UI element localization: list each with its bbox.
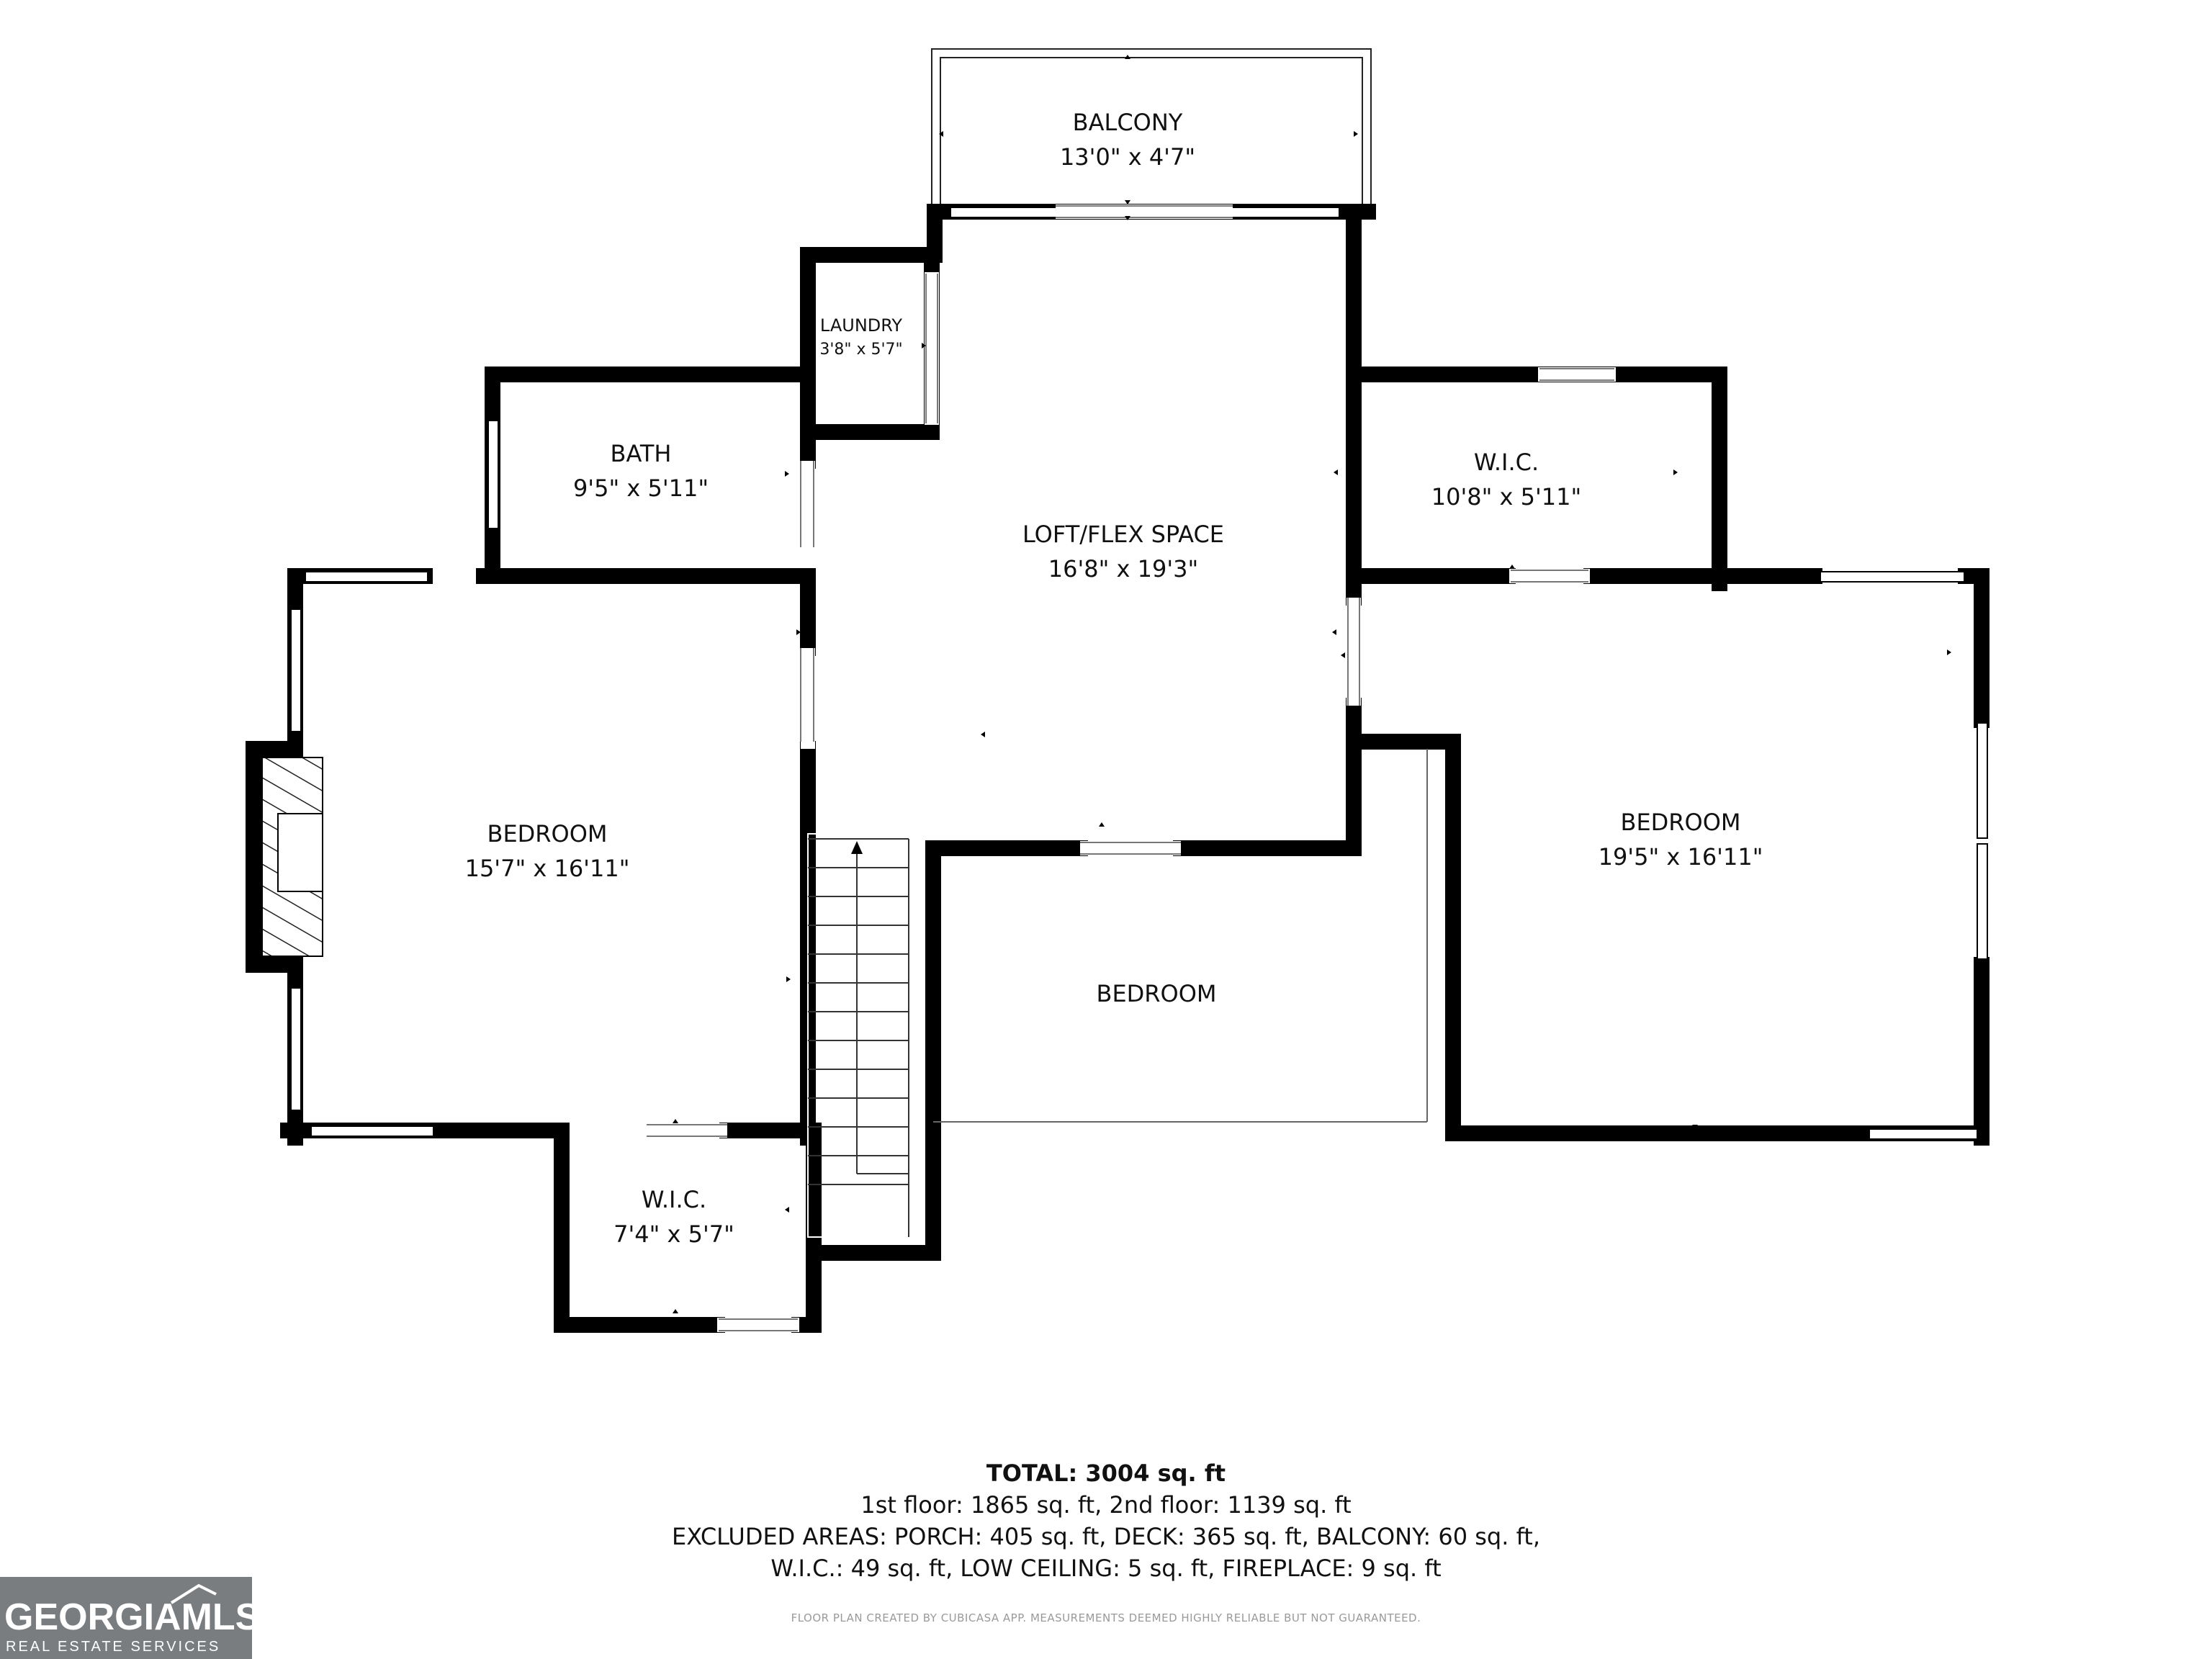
opening-lines <box>647 205 1614 1331</box>
logo-tagline: REAL ESTATE SERVICES <box>6 1639 221 1655</box>
bedroom-right-dimensions: 19'5" x 16'11" <box>1599 843 1763 871</box>
bedroom-right-label: BEDROOM <box>1620 809 1740 836</box>
logo-wordmark: GEORGIAMLS <box>4 1596 261 1638</box>
fireplace <box>261 757 323 957</box>
bedroom-left-label: BEDROOM <box>487 820 607 848</box>
dimension-markers <box>298 55 1951 1313</box>
wic-top-label: W.I.C. <box>1474 449 1539 476</box>
bath-dimensions: 9'5" x 5'11" <box>573 475 709 502</box>
wic-top-dimensions: 10'8" x 5'11" <box>1431 483 1581 511</box>
windows <box>290 207 1988 1140</box>
laundry-label: LAUNDRY <box>820 315 902 336</box>
balcony-dimensions: 13'0" x 4'7" <box>1060 143 1195 171</box>
door-openings <box>647 204 1616 1332</box>
laundry-dimensions: 3'8" x 5'7" <box>819 341 902 359</box>
excluded-areas: EXCLUDED AREAS: PORCH: 405 sq. ft, DECK:… <box>672 1523 1540 1550</box>
loft-dimensions: 16'8" x 19'3" <box>1048 555 1198 583</box>
wic-bottom-label: W.I.C. <box>642 1186 706 1213</box>
area-summary: TOTAL: 3004 sq. ft 1st floor: 1865 sq. f… <box>0 1457 2212 1584</box>
stairs <box>807 833 909 1238</box>
disclaimer: FLOOR PLAN CREATED BY CUBICASA APP. MEAS… <box>791 1611 1421 1624</box>
excluded-areas-continued: W.I.C.: 49 sq. ft, LOW CEILING: 5 sq. ft… <box>770 1555 1442 1582</box>
wic-bottom-dimensions: 7'4" x 5'7" <box>613 1220 734 1248</box>
walls <box>246 204 1990 1333</box>
bath-label: BATH <box>611 440 672 467</box>
roof-icon <box>170 1583 217 1604</box>
floor-areas: 1st floor: 1865 sq. ft, 2nd floor: 1139 … <box>860 1491 1352 1519</box>
bedroom-middle-label: BEDROOM <box>1096 980 1216 1007</box>
balcony-label: BALCONY <box>1073 109 1183 136</box>
bedroom-left-dimensions: 15'7" x 16'11" <box>465 855 630 882</box>
total-area: TOTAL: 3004 sq. ft <box>986 1460 1226 1487</box>
georgia-mls-logo: GEORGIAMLS REAL ESTATE SERVICES <box>0 1577 261 1659</box>
loft-label: LOFT/FLEX SPACE <box>1022 521 1224 548</box>
